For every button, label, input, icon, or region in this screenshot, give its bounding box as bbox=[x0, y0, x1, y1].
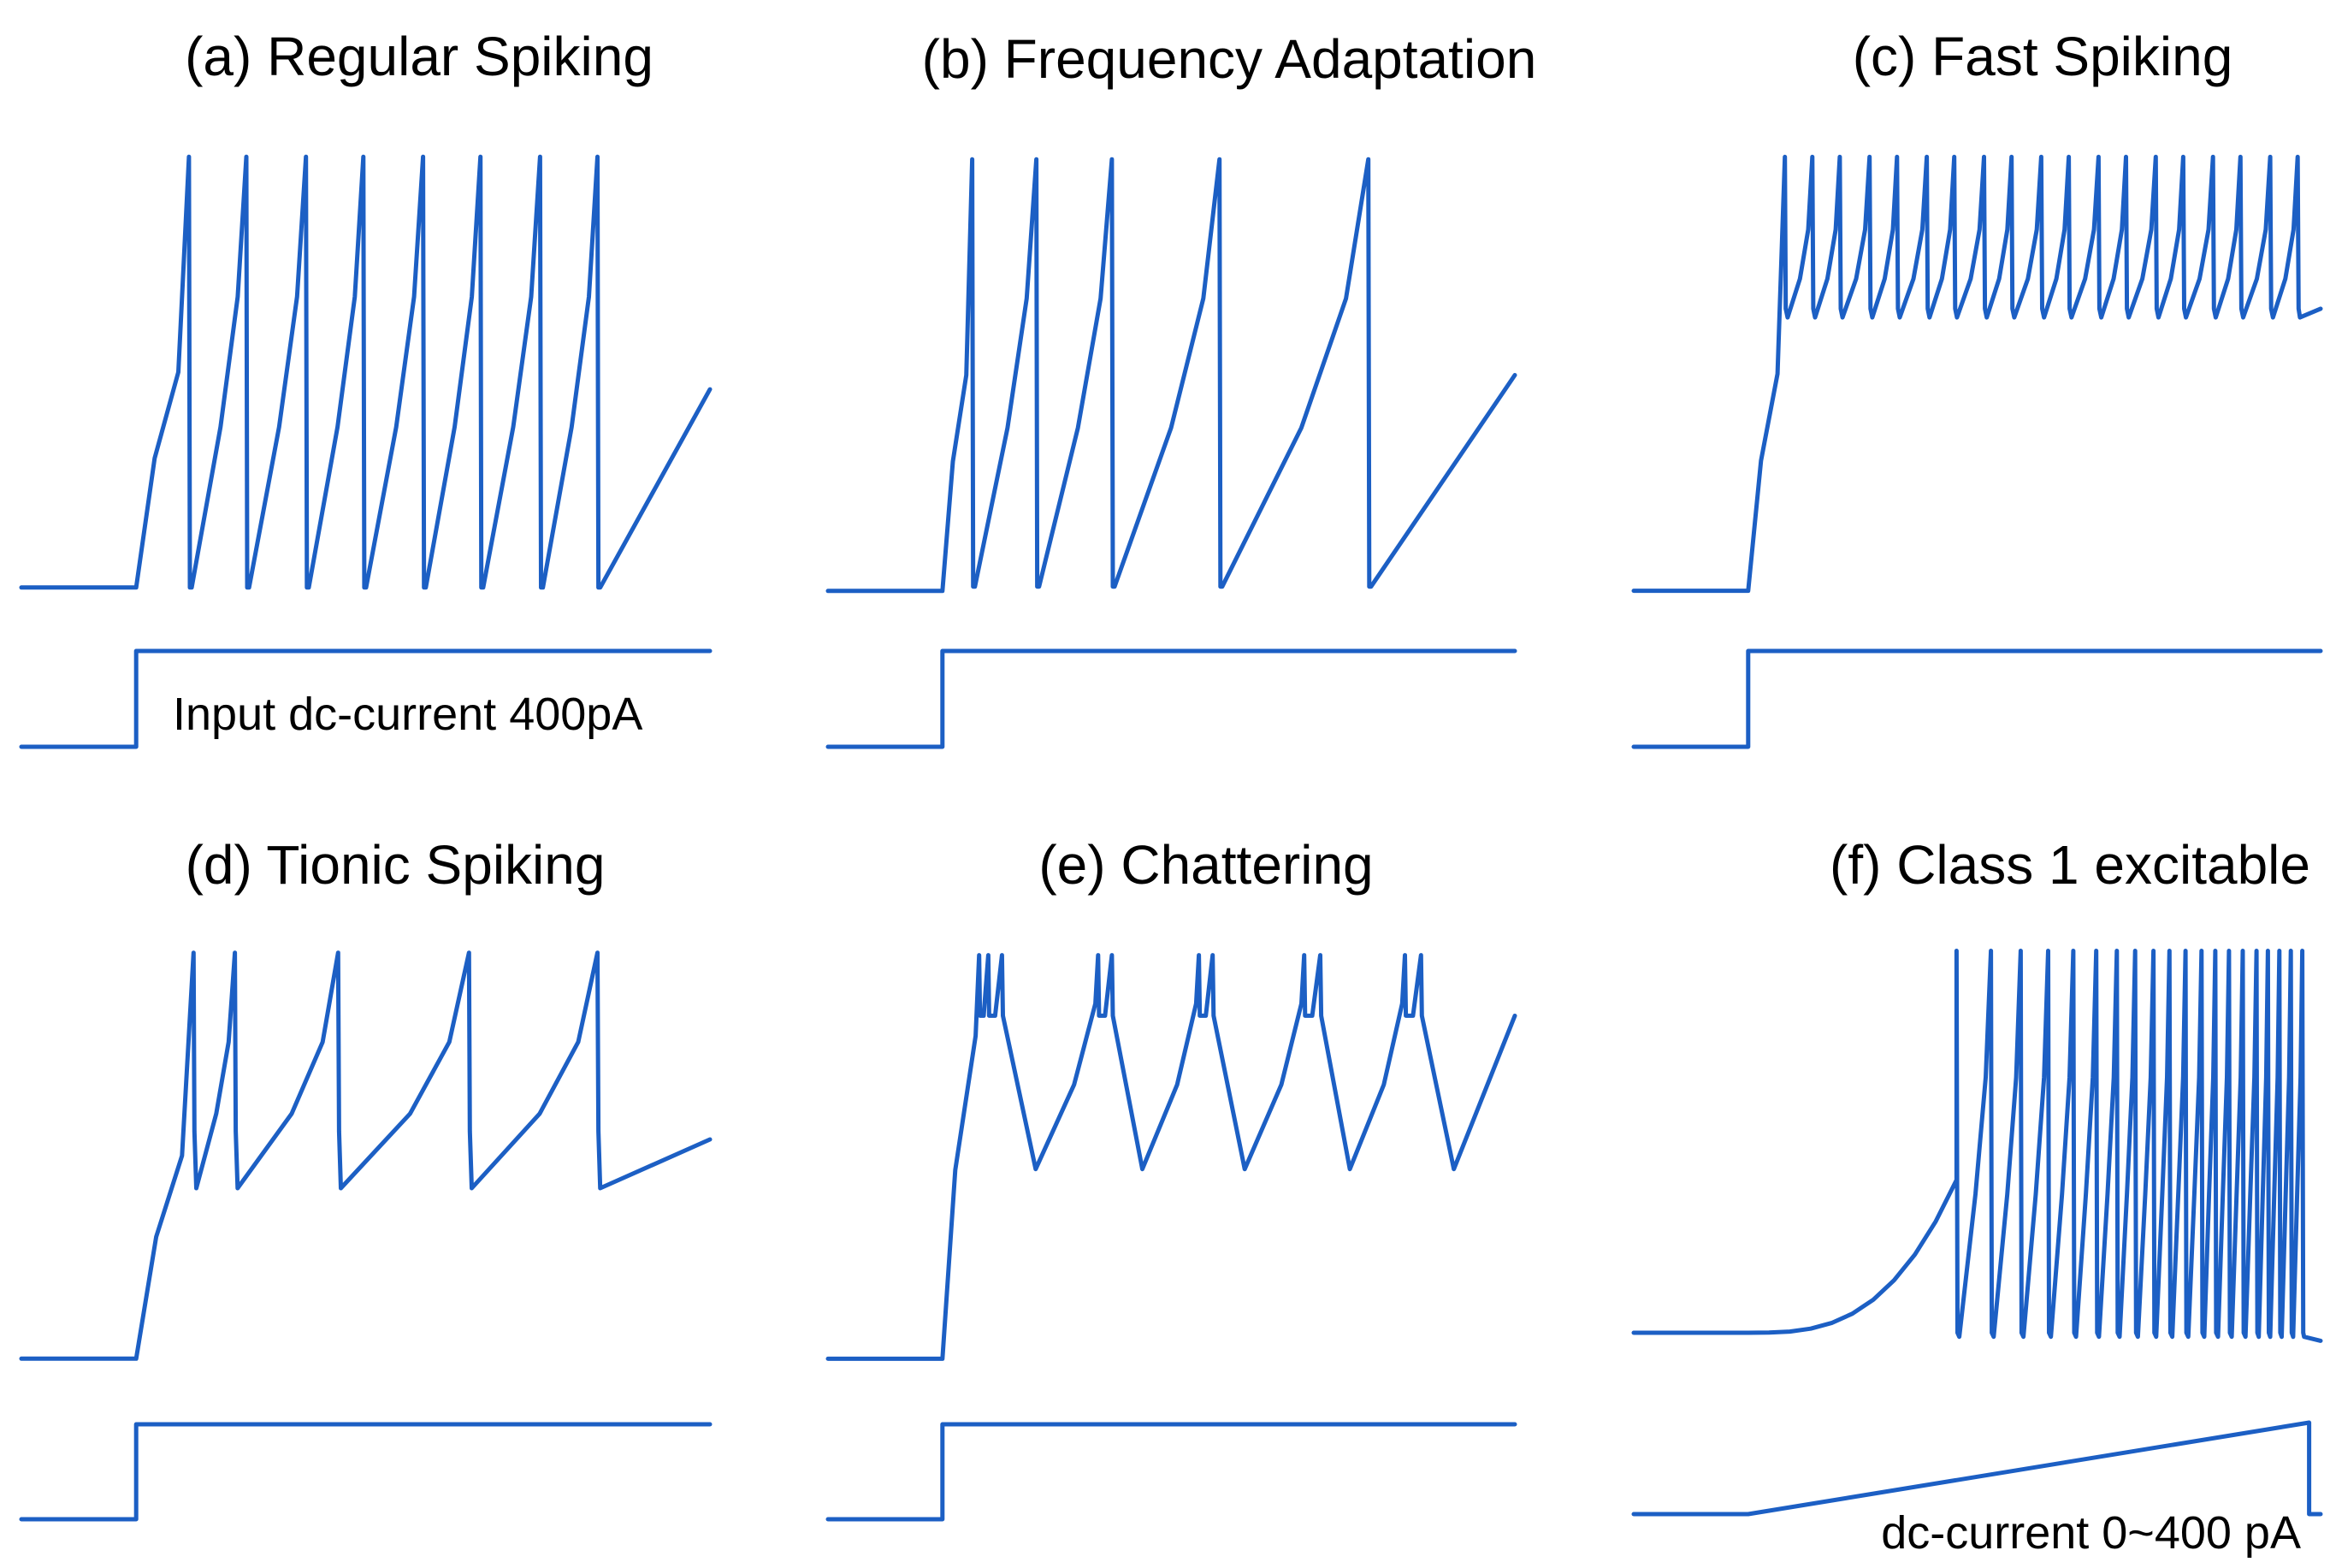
panel-title-c: (c) Fast Spiking bbox=[1853, 26, 2233, 87]
current-trace-f bbox=[1631, 1420, 2323, 1517]
current-trace-d bbox=[19, 1422, 713, 1522]
voltage-trace-e bbox=[825, 953, 1517, 1361]
current-annotation-a: Input dc-current 400pA bbox=[173, 689, 642, 740]
panel-f: (f) Class 1 excitable dc-current 0~400 p… bbox=[1631, 834, 2323, 1559]
current-trace-e bbox=[825, 1422, 1517, 1522]
panel-b: (b) Frequency Adaptation bbox=[825, 28, 1537, 749]
panel-e: (e) Chattering bbox=[825, 834, 1517, 1522]
voltage-trace-d bbox=[19, 950, 713, 1361]
current-annotation-f: dc-current 0~400 pA bbox=[1881, 1507, 2301, 1559]
current-trace-b bbox=[825, 648, 1517, 749]
panel-title-a: (a) Regular Spiking bbox=[185, 26, 653, 87]
voltage-trace-a bbox=[19, 154, 713, 590]
current-trace-a bbox=[19, 648, 713, 749]
voltage-trace-f bbox=[1631, 949, 2323, 1343]
panel-a: (a) Regular Spiking Input dc-current 400… bbox=[19, 26, 713, 749]
panel-title-d: (d) Tionic Spiking bbox=[186, 834, 606, 896]
voltage-trace-c bbox=[1631, 154, 2323, 594]
panel-c: (c) Fast Spiking bbox=[1631, 26, 2323, 749]
panel-title-f: (f) Class 1 excitable bbox=[1830, 834, 2310, 896]
current-trace-c bbox=[1631, 648, 2323, 749]
voltage-trace-b bbox=[825, 157, 1517, 594]
panel-title-b: (b) Frequency Adaptation bbox=[922, 28, 1537, 90]
panel-title-e: (e) Chattering bbox=[1038, 834, 1373, 896]
panel-d: (d) Tionic Spiking bbox=[19, 834, 713, 1522]
